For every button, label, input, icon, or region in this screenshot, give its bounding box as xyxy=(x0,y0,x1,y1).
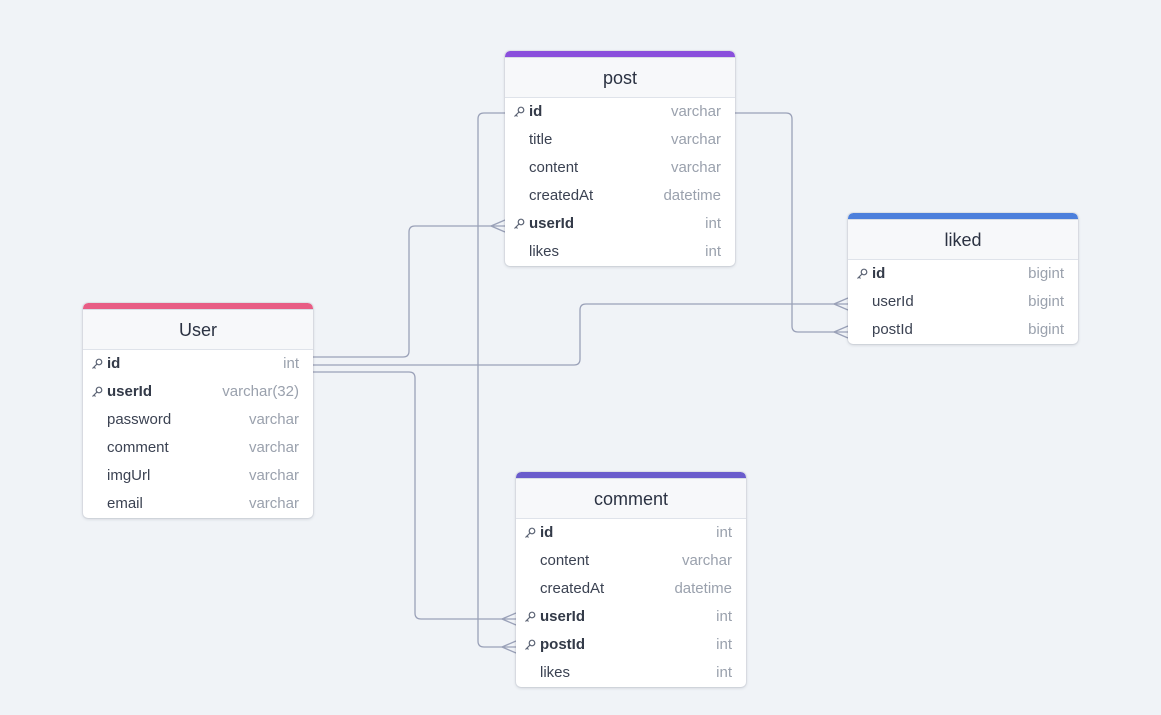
column-type: int xyxy=(705,215,721,232)
column-name: title xyxy=(529,131,553,148)
column-name: userId xyxy=(107,383,153,400)
table-title[interactable]: liked xyxy=(848,219,1078,260)
key-icon xyxy=(514,218,525,229)
table-column-row[interactable]: userId varchar(32) xyxy=(83,378,313,406)
column-type: int xyxy=(283,355,299,372)
table-title[interactable]: comment xyxy=(516,478,746,519)
table-column-row[interactable]: title varchar xyxy=(505,126,735,154)
table-accent-bar xyxy=(83,303,313,309)
column-type: datetime xyxy=(674,580,732,597)
table-column-row[interactable]: userId int xyxy=(516,603,746,631)
column-type: varchar xyxy=(248,467,299,484)
table-column-row[interactable]: content varchar xyxy=(505,154,735,182)
column-name: comment xyxy=(107,439,169,456)
table-title[interactable]: User xyxy=(83,309,313,350)
crowfoot-comment-postId xyxy=(501,640,517,654)
column-type: int xyxy=(705,243,721,260)
column-type: int xyxy=(716,636,732,653)
column-type: datetime xyxy=(663,187,721,204)
table-column-row[interactable]: password varchar xyxy=(83,406,313,434)
table-column-row[interactable]: postId int xyxy=(516,631,746,659)
column-type: int xyxy=(716,524,732,541)
edge-post-liked[interactable] xyxy=(735,112,848,333)
table-column-row[interactable]: id int xyxy=(83,350,313,378)
column-name: id xyxy=(107,355,121,372)
key-icon xyxy=(525,611,536,622)
table-column-row[interactable]: likes int xyxy=(516,659,746,687)
column-name: imgUrl xyxy=(107,467,151,484)
column-name: email xyxy=(107,495,143,512)
table-column-row[interactable]: postId bigint xyxy=(848,316,1078,344)
column-type: int xyxy=(716,664,732,681)
table-column-row[interactable]: createdAt datetime xyxy=(505,182,735,210)
edge-user-liked[interactable] xyxy=(313,303,848,366)
column-type: varchar xyxy=(670,131,721,148)
key-icon xyxy=(514,106,525,117)
key-icon xyxy=(525,527,536,538)
column-name: id xyxy=(872,265,886,282)
table-accent-bar xyxy=(505,51,735,57)
column-name: userId xyxy=(872,293,914,310)
table-liked[interactable]: liked id bigint userId bigint postId bigint xyxy=(848,213,1078,344)
column-name: password xyxy=(107,411,172,428)
column-type: varchar xyxy=(248,439,299,456)
table-column-row[interactable]: id varchar xyxy=(505,98,735,126)
table-accent-bar xyxy=(848,213,1078,219)
table-column-row[interactable]: likes int xyxy=(505,238,735,266)
table-column-row[interactable]: id bigint xyxy=(848,260,1078,288)
column-name: userId xyxy=(540,608,586,625)
column-type: varchar xyxy=(681,552,732,569)
column-type: int xyxy=(716,608,732,625)
column-name: id xyxy=(540,524,554,541)
column-name: postId xyxy=(872,321,913,338)
column-name: id xyxy=(529,103,543,120)
key-icon xyxy=(857,268,868,279)
column-type: varchar xyxy=(248,411,299,428)
table-title[interactable]: post xyxy=(505,57,735,98)
table-column-row[interactable]: userId bigint xyxy=(848,288,1078,316)
column-name: likes xyxy=(540,664,571,681)
key-icon xyxy=(92,386,103,397)
column-name: createdAt xyxy=(540,580,605,597)
column-type: bigint xyxy=(1028,293,1064,310)
crowfoot-liked-userId xyxy=(833,297,849,311)
column-type: varchar(32) xyxy=(222,383,299,400)
crowfoot-comment-userId xyxy=(501,612,517,626)
table-column-row[interactable]: userId int xyxy=(505,210,735,238)
column-name: likes xyxy=(529,243,560,260)
column-type: varchar xyxy=(248,495,299,512)
column-name: postId xyxy=(540,636,585,653)
table-column-row[interactable]: content varchar xyxy=(516,547,746,575)
key-icon xyxy=(92,358,103,369)
table-accent-bar xyxy=(516,472,746,478)
column-name: createdAt xyxy=(529,187,594,204)
table-column-row[interactable]: id int xyxy=(516,519,746,547)
column-name: userId xyxy=(529,215,575,232)
column-type: varchar xyxy=(670,159,721,176)
column-type: bigint xyxy=(1028,265,1064,282)
edge-user-post[interactable] xyxy=(313,225,505,358)
column-type: varchar xyxy=(670,103,721,120)
column-type: bigint xyxy=(1028,321,1064,338)
key-icon xyxy=(525,639,536,650)
crowfoot-liked-postId xyxy=(833,325,849,339)
edge-user-comment[interactable] xyxy=(313,371,516,620)
table-column-row[interactable]: comment varchar xyxy=(83,434,313,462)
column-name: content xyxy=(540,552,590,569)
table-user[interactable]: User id int userId varchar(32) password varcha… xyxy=(83,303,313,518)
crowfoot-post-userId xyxy=(490,219,506,233)
table-column-row[interactable]: imgUrl varchar xyxy=(83,462,313,490)
column-name: content xyxy=(529,159,579,176)
table-column-row[interactable]: createdAt datetime xyxy=(516,575,746,603)
table-comment[interactable]: comment id int content varchar createdAt datet… xyxy=(516,472,746,687)
table-column-row[interactable]: email varchar xyxy=(83,490,313,518)
